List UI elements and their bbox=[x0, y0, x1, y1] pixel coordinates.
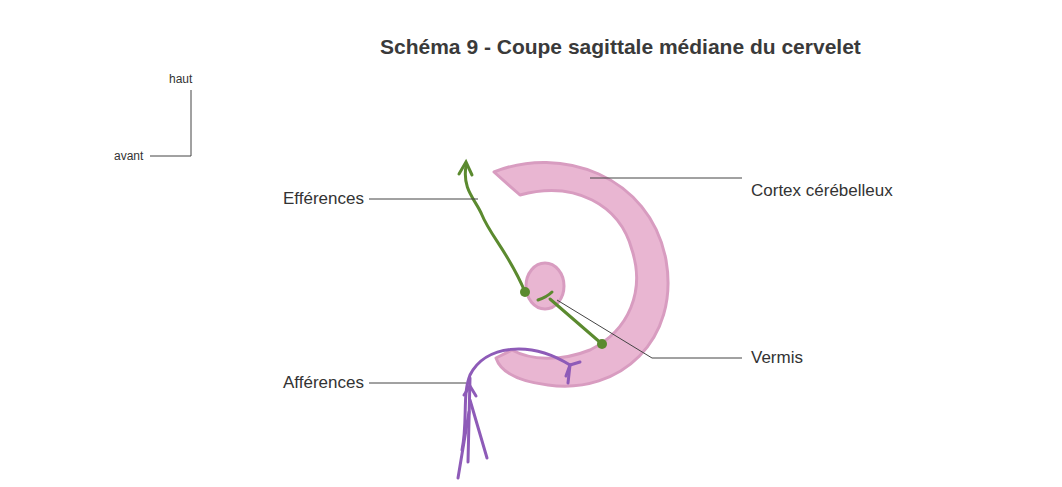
part-label: Vermis bbox=[751, 348, 803, 368]
orientation-mark bbox=[150, 90, 191, 156]
vermis bbox=[526, 263, 564, 309]
leader-line bbox=[369, 178, 742, 383]
orientation-label: avant bbox=[114, 150, 143, 164]
cerebellar-cortex bbox=[494, 162, 668, 386]
diagram-title: Schéma 9 - Coupe sagittale médiane du ce… bbox=[380, 35, 861, 59]
part-label: Cortex cérébelleux bbox=[751, 181, 893, 201]
part-label: Afférences bbox=[283, 373, 364, 393]
efferent-pathway bbox=[459, 162, 602, 344]
afferent-pathway bbox=[458, 349, 580, 478]
part-label: Efférences bbox=[283, 189, 364, 209]
orientation-label: haut bbox=[169, 73, 192, 87]
